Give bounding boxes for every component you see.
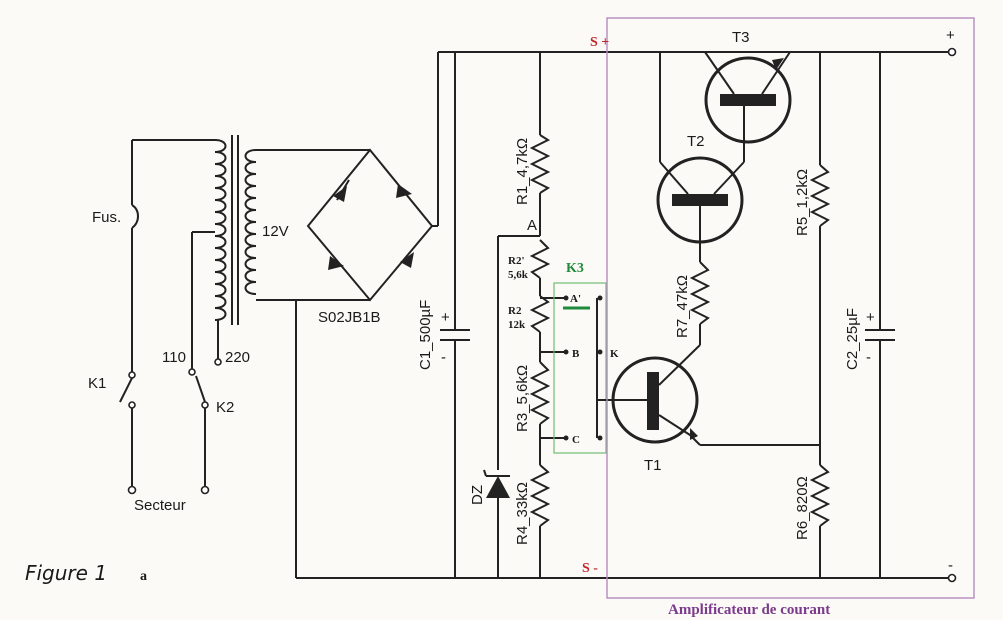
divider-chain: [497, 52, 566, 578]
s-minus-label: S -: [582, 561, 598, 576]
r2p-value: 5,6k: [508, 269, 529, 281]
c1-minus: -: [441, 349, 446, 366]
resistor-r5: [809, 52, 831, 445]
amplifier-caption: Amplificateur de courant: [668, 602, 830, 618]
r2-label: R2: [508, 305, 522, 317]
v12-label: 12V: [262, 223, 289, 240]
v220-label: 220: [225, 349, 250, 366]
resistor-r6: [809, 445, 831, 578]
switch-k1: [119, 371, 136, 409]
c2-plus: +: [866, 309, 875, 326]
output-minus-terminal: [947, 573, 957, 583]
node-b-label: B: [572, 348, 580, 360]
transistor-t2: [656, 52, 745, 244]
figure-suffix: a: [140, 569, 147, 584]
node-k-label: K: [610, 348, 619, 360]
output-plus-terminal: [947, 47, 957, 57]
secteur-label: Secteur: [134, 497, 186, 514]
node-c-label: C: [572, 434, 580, 446]
transistor-t3: [704, 51, 792, 162]
c1-label: C1_500µF: [417, 300, 434, 370]
c1-plus: +: [441, 309, 450, 326]
amplifier-box: [606, 17, 975, 599]
r2p-label: R2': [508, 255, 525, 267]
r6-label: R6_820Ω: [794, 476, 811, 540]
switch-k2: [188, 358, 222, 409]
r1-label: R1_4,7kΩ: [514, 138, 531, 205]
selector-k3: [553, 282, 620, 454]
capacitor-c2: [865, 52, 895, 578]
capacitor-c1: [440, 52, 470, 578]
r7-label: R7_47kΩ: [674, 275, 691, 338]
mains-terminal-2: [200, 485, 210, 495]
mains-wiring: [131, 139, 219, 488]
t2-label: T2: [687, 133, 705, 150]
node-a-prime-label: A': [570, 293, 581, 305]
v110-label: 110: [162, 349, 186, 366]
k2-label: K2: [216, 399, 234, 416]
figure-caption: Figure 1: [25, 561, 107, 585]
c2-label: C2_25µF: [844, 308, 861, 370]
dz-label: DZ: [469, 485, 486, 505]
fuse-symbol: [131, 204, 139, 229]
s-plus-label: S +: [590, 35, 609, 50]
transformer: [214, 135, 308, 325]
k1-label: K1: [88, 375, 106, 392]
r3-label: R3_5,6kΩ: [514, 365, 531, 432]
transistor-t1: [611, 344, 701, 446]
resistor-r7: [689, 240, 711, 345]
r5-label: R5_1,2kΩ: [794, 169, 811, 236]
node-a-label: A: [527, 217, 537, 234]
mains-terminal-1: [127, 485, 137, 495]
t1-label: T1: [644, 457, 662, 474]
output-plus-label: +: [946, 27, 955, 44]
t3-label: T3: [732, 29, 750, 46]
zener-diode-dz: [483, 469, 510, 578]
r2-value: 12k: [508, 319, 526, 331]
bridge-rectifier: [295, 148, 438, 578]
output-minus-label: -: [948, 557, 953, 574]
fuse-label: Fus.: [92, 209, 121, 226]
r4-label: R4_33kΩ: [514, 482, 531, 545]
bridge-label: S02JB1B: [318, 309, 381, 326]
k3-label: K3: [566, 261, 584, 276]
c2-minus: -: [866, 349, 871, 366]
